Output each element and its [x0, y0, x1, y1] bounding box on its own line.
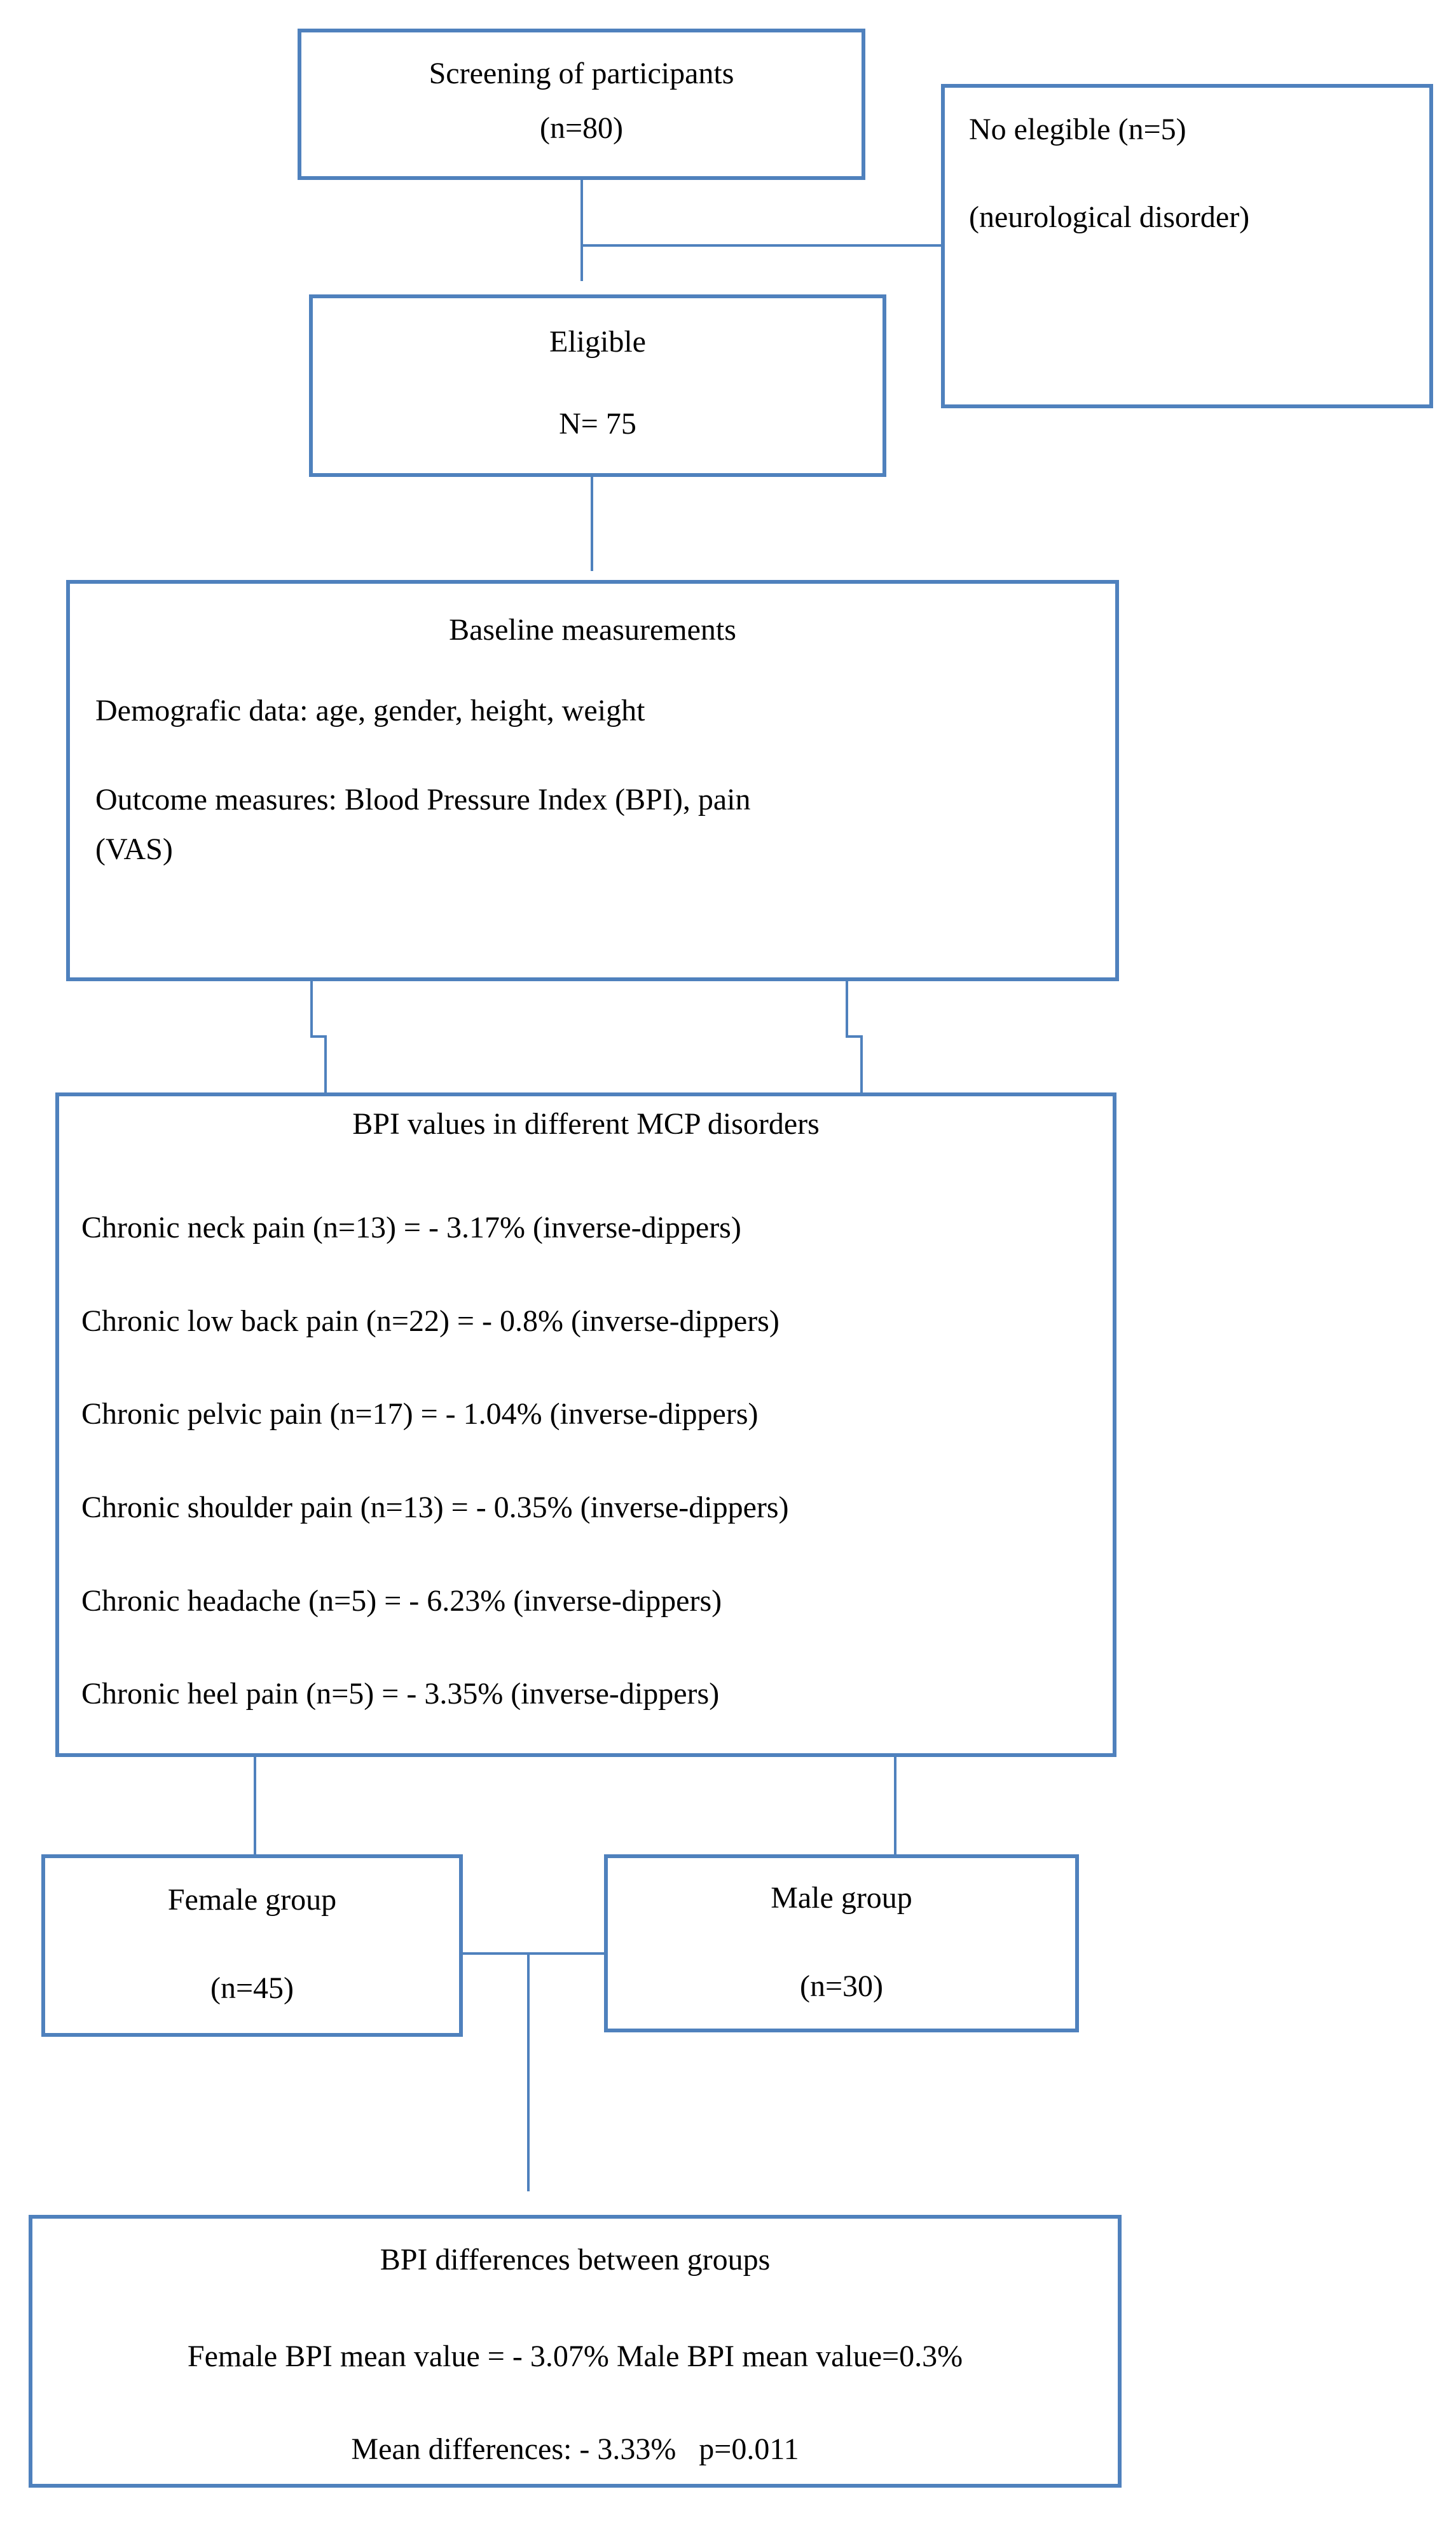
baseline-outcome-line: Outcome measures: Blood Pressure Index (… — [95, 783, 751, 817]
bpi-values-box: BPI values in different MCP disorders Ch… — [55, 1092, 1116, 1757]
connector-bpi-to-female — [254, 1757, 256, 1854]
eligible-title: Eligible — [549, 325, 646, 359]
screening-title: Screening of participants — [429, 57, 734, 90]
connector-eligible-to-baseline — [591, 477, 593, 571]
connector-baseline-to-bpi-right-segment-2 — [846, 1035, 863, 1038]
baseline-demographic-line: Demografic data: age, gender, height, we… — [95, 694, 645, 727]
connector-screening-to-eligible — [580, 180, 583, 281]
connector-female-male-bridge — [463, 1952, 604, 1955]
connector-baseline-to-bpi-left-segment-1 — [310, 981, 313, 1038]
not-eligible-reason: (neurological disorder) — [969, 200, 1250, 234]
connector-baseline-to-bpi-right-segment-3 — [860, 1035, 863, 1092]
not-eligible-title: No elegible (n=5) — [969, 113, 1186, 146]
connector-branch-to-not-eligible — [580, 244, 944, 247]
bpi-values-title: BPI values in different MCP disorders — [352, 1107, 820, 1141]
female-group-title: Female group — [167, 1883, 337, 1917]
differences-title: BPI differences between groups — [380, 2243, 771, 2277]
connector-groups-to-differences — [527, 1952, 530, 2191]
eligible-box: Eligible N= 75 — [309, 294, 886, 477]
bpi-heel-pain-line: Chronic heel pain (n=5) = - 3.35% (inver… — [81, 1677, 720, 1711]
female-group-count: (n=45) — [210, 1971, 294, 2005]
bpi-pelvic-pain-line: Chronic pelvic pain (n=17) = - 1.04% (in… — [81, 1397, 759, 1431]
not-eligible-box: No elegible (n=5) (neurological disorder… — [941, 84, 1433, 408]
baseline-outcome-line-wrap: (VAS) — [95, 832, 173, 866]
male-group-box: Male group (n=30) — [604, 1854, 1079, 2032]
male-group-title: Male group — [771, 1881, 912, 1915]
bpi-headache-line: Chronic headache (n=5) = - 6.23% (invers… — [81, 1584, 722, 1618]
baseline-measurements-box: Baseline measurements Demografic data: a… — [66, 580, 1119, 981]
differences-mean-values-line: Female BPI mean value = - 3.07% Male BPI… — [187, 2339, 963, 2373]
connector-bpi-to-male — [894, 1757, 896, 1854]
differences-mean-diff-line: Mean differences: - 3.33% p=0.011 — [351, 2432, 799, 2466]
connector-baseline-to-bpi-right-segment-1 — [846, 981, 848, 1038]
female-group-box: Female group (n=45) — [41, 1854, 463, 2037]
bpi-differences-box: BPI differences between groups Female BP… — [29, 2215, 1122, 2488]
screening-box: Screening of participants (n=80) — [298, 29, 865, 180]
eligible-count: N= 75 — [559, 407, 636, 441]
bpi-neck-pain-line: Chronic neck pain (n=13) = - 3.17% (inve… — [81, 1211, 741, 1244]
male-group-count: (n=30) — [799, 1969, 884, 2003]
bpi-shoulder-pain-line: Chronic shoulder pain (n=13) = - 0.35% (… — [81, 1491, 789, 1524]
screening-count: (n=80) — [539, 111, 624, 145]
connector-baseline-to-bpi-left-segment-2 — [310, 1035, 327, 1038]
baseline-title: Baseline measurements — [449, 613, 736, 647]
connector-baseline-to-bpi-left-segment-3 — [324, 1035, 327, 1092]
bpi-low-back-pain-line: Chronic low back pain (n=22) = - 0.8% (i… — [81, 1304, 780, 1338]
